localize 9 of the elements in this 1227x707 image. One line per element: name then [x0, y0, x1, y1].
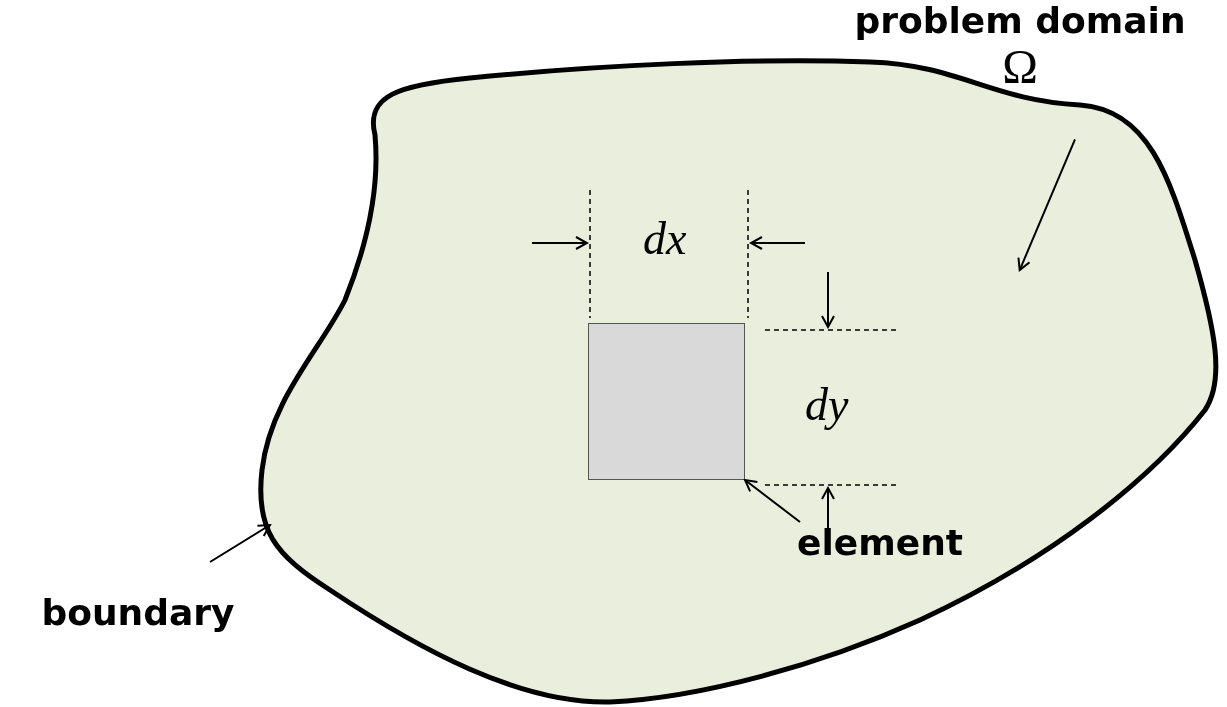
dimension-label: dx	[643, 212, 687, 265]
leader-line	[1017, 138, 1076, 272]
leader-line	[209, 524, 271, 563]
leader-line	[744, 479, 801, 523]
dimension-label: dy	[805, 378, 849, 431]
callout-label: element	[797, 522, 963, 563]
callout-label: problem domain	[854, 0, 1186, 41]
callout-label: boundary	[41, 592, 235, 633]
symbol-label: Ω	[1002, 41, 1038, 93]
